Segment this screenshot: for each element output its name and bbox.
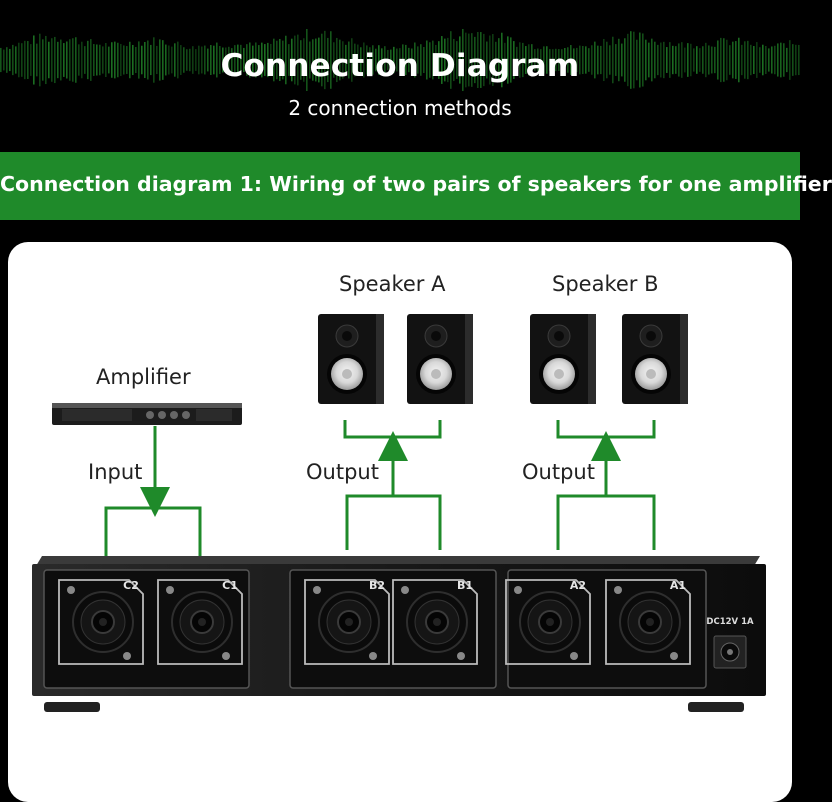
speakon-port	[605, 579, 691, 665]
output-b-label: Output	[522, 460, 595, 484]
header: Connection Diagram 2 connection methods	[0, 0, 800, 152]
amplifier-label: Amplifier	[96, 365, 191, 389]
wiring-diagram: DC12V 1A C2 C1 B2 B1 A2 A1	[32, 314, 766, 712]
port-label: A1	[670, 579, 686, 592]
section-banner	[0, 152, 800, 220]
section-banner-text: Connection diagram 1: Wiring of two pair…	[0, 172, 832, 196]
input-label: Input	[88, 460, 143, 484]
port-label: C2	[123, 579, 139, 592]
port-label: A2	[570, 579, 586, 592]
amplifier-image	[52, 403, 242, 425]
page-subtitle: 2 connection methods	[288, 96, 512, 120]
speaker-icon	[622, 314, 688, 404]
speaker-icon	[318, 314, 384, 404]
speaker-icon	[407, 314, 473, 404]
page-title: Connection Diagram	[220, 48, 580, 84]
port-label: B1	[457, 579, 473, 592]
dc-power-jack	[713, 635, 747, 669]
port-label: B2	[369, 579, 385, 592]
output-a-label: Output	[306, 460, 379, 484]
speaker-a-label: Speaker A	[339, 272, 446, 296]
input-wire	[104, 426, 202, 560]
speaker-b-label: Speaker B	[552, 272, 659, 296]
power-label: DC12V 1A	[706, 617, 754, 627]
speakon-port	[157, 579, 243, 665]
speaker-icon	[530, 314, 596, 404]
output-a-wire	[343, 420, 442, 550]
speaker-switcher-device: DC12V 1A C2 C1 B2 B1 A2 A1	[32, 556, 766, 712]
speakon-port	[505, 579, 591, 665]
speakon-port	[58, 579, 144, 665]
port-label: C1	[222, 579, 238, 592]
speakon-port	[304, 579, 390, 665]
speakon-port	[392, 579, 478, 665]
sound-wave-graphic	[0, 28, 800, 92]
output-b-wire	[556, 420, 656, 550]
